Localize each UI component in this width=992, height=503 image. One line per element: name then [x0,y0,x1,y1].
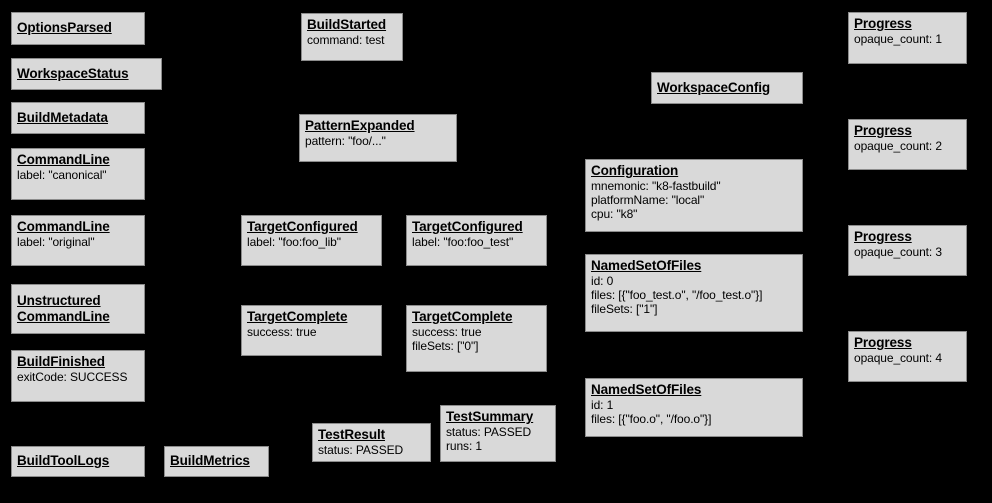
node-title: Progress [854,16,912,31]
node-title: TestSummary [446,409,534,424]
node-workspace-status[interactable]: WorkspaceStatus [11,58,162,90]
node-fields: status: PASSED runs: 1 [446,424,532,454]
node-title: NamedSetOfFiles [591,382,702,397]
node-title: BuildFinished [17,354,105,369]
node-title: TestResult [318,427,386,442]
node-title: CommandLine [17,152,110,167]
node-fields: id: 0 files: [{"foo_test.o", "/foo_test.… [591,273,763,317]
node-title: PatternExpanded [305,118,415,133]
node-title: OptionsParsed [17,20,112,36]
node-fields: opaque_count: 2 [854,138,942,153]
node-title: BuildStarted [307,17,387,32]
node-title: Progress [854,229,912,244]
node-fields: label: "foo:foo_test" [412,234,514,249]
node-fields: success: true [247,324,317,339]
node-build-tool-logs[interactable]: BuildToolLogs [11,446,145,477]
node-title: TargetConfigured [412,219,523,234]
node-unstructured-command-line[interactable]: Unstructured CommandLine [11,284,145,334]
node-title: TargetComplete [412,309,513,324]
node-title: BuildMetadata [17,109,108,125]
node-title: BuildToolLogs [17,453,110,469]
node-title: Progress [854,335,912,350]
node-title: TargetComplete [247,309,348,324]
node-title: Configuration [591,163,679,178]
node-fields: label: "foo:foo_lib" [247,234,341,249]
node-fields: exitCode: SUCCESS [17,369,128,384]
node-title: Unstructured CommandLine [17,292,110,324]
node-title: NamedSetOfFiles [591,258,702,273]
node-title: CommandLine [17,219,110,234]
node-options-parsed[interactable]: OptionsParsed [11,12,145,45]
node-fields: status: PASSED [318,442,404,457]
node-title: Progress [854,123,912,138]
node-fields: opaque_count: 4 [854,350,942,365]
node-title: WorkspaceConfig [657,79,771,95]
node-fields: label: "canonical" [17,167,107,182]
node-fields: label: "original" [17,234,95,249]
node-fields: success: true fileSets: ["0"] [412,324,482,354]
node-title: BuildMetrics [170,453,250,469]
node-fields: mnemonic: "k8-fastbuild" platformName: "… [591,178,721,222]
node-build-metadata[interactable]: BuildMetadata [11,102,145,134]
node-fields: id: 1 files: [{"foo.o", "/foo.o"}] [591,397,712,427]
node-title: WorkspaceStatus [17,65,129,81]
node-fields: opaque_count: 3 [854,244,942,259]
node-fields: command: test [307,32,385,47]
node-fields: pattern: "foo/..." [305,133,386,148]
node-build-metrics[interactable]: BuildMetrics [164,446,269,477]
node-fields: opaque_count: 1 [854,31,942,46]
node-workspace-config[interactable]: WorkspaceConfig [651,72,803,104]
node-title: TargetConfigured [247,219,358,234]
